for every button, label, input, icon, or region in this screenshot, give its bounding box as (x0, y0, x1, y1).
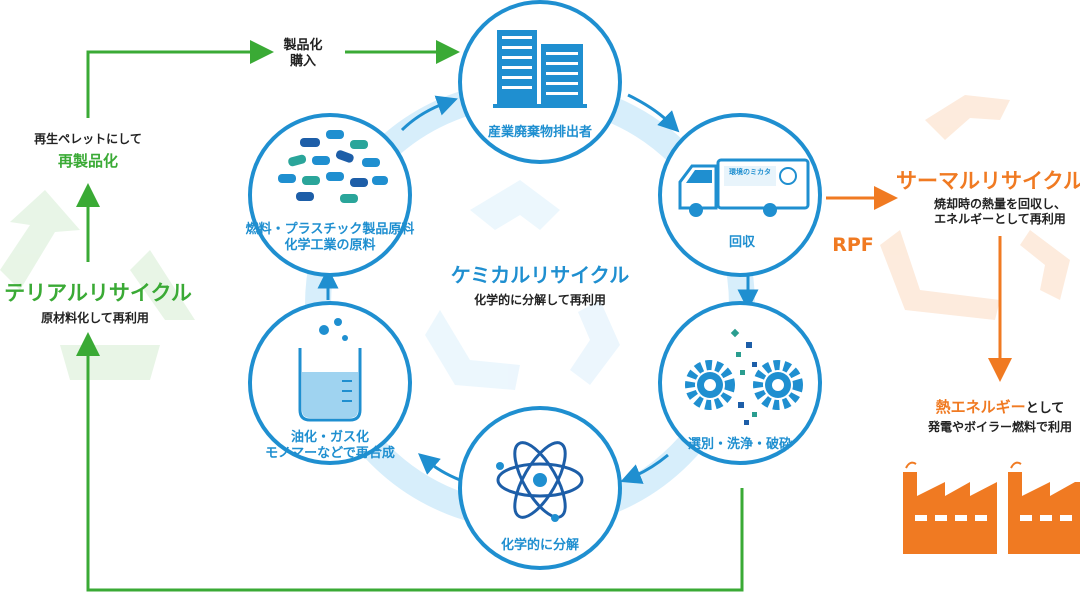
thermal-recycle-title: サーマルリサイクル (896, 169, 1080, 193)
material-recycle-title: テリアルリサイクル (4, 281, 192, 305)
node-circle-3 (458, 406, 622, 570)
thermal-recycle-desc: 焼却時の熱量を回収し、 エネルギーとして再利用 (933, 197, 1067, 226)
recycle-watermark-right-icon (880, 95, 1070, 320)
heat-energy-line: 熱エネルギーとして (936, 398, 1065, 417)
node-label-1: 回収 (728, 235, 756, 250)
product-purchase-label: 製品化 購入 (283, 38, 323, 70)
heat-energy-desc: 発電やボイラー燃料で利用 (927, 420, 1073, 434)
center-title: ケミカルリサイクル (450, 263, 630, 287)
node-label-5: 燃料・プラスチック製品原料 化学工業の原料 (245, 222, 415, 254)
heat-energy-big: 熱エネルギー (935, 398, 1026, 416)
thermal-recycle-arrows (826, 186, 1012, 382)
center-subtitle: 化学的に分解して再利用 (474, 293, 606, 307)
material-recycle-loop (76, 40, 744, 592)
rpf-label: RPF (832, 234, 874, 256)
node-label-0: 産業廃棄物排出者 (487, 125, 593, 140)
pellet-label-small: 再生ペレットにして (34, 132, 142, 146)
pellet-label-big: 再製品化 (57, 152, 119, 170)
factory-icon (903, 472, 1080, 554)
heat-energy-suffix: として (1025, 401, 1065, 416)
node-circle-1 (658, 113, 822, 277)
truck-icon (678, 158, 810, 217)
node-label-4: 油化・ガス化 モノマーなどで再合成 (265, 430, 395, 462)
pellets-icon (278, 130, 388, 203)
atom-icon (496, 441, 584, 522)
node-label-3: 化学的に分解 (500, 538, 580, 553)
node-label-2: 選別・洗浄・破砕 (687, 437, 793, 452)
recycle-watermark-center-icon (425, 180, 620, 390)
beaker-icon (298, 318, 362, 422)
node-circle-2 (658, 301, 822, 465)
cycle-arrows (317, 93, 759, 484)
material-recycle-subtitle: 原材料化して再利用 (41, 311, 149, 325)
node-circle-5 (248, 113, 412, 277)
gears-icon (685, 328, 803, 425)
node-circle-4 (248, 301, 412, 465)
truck-sign: 環境のミカタ (729, 168, 771, 176)
node-circle-0 (458, 0, 622, 164)
